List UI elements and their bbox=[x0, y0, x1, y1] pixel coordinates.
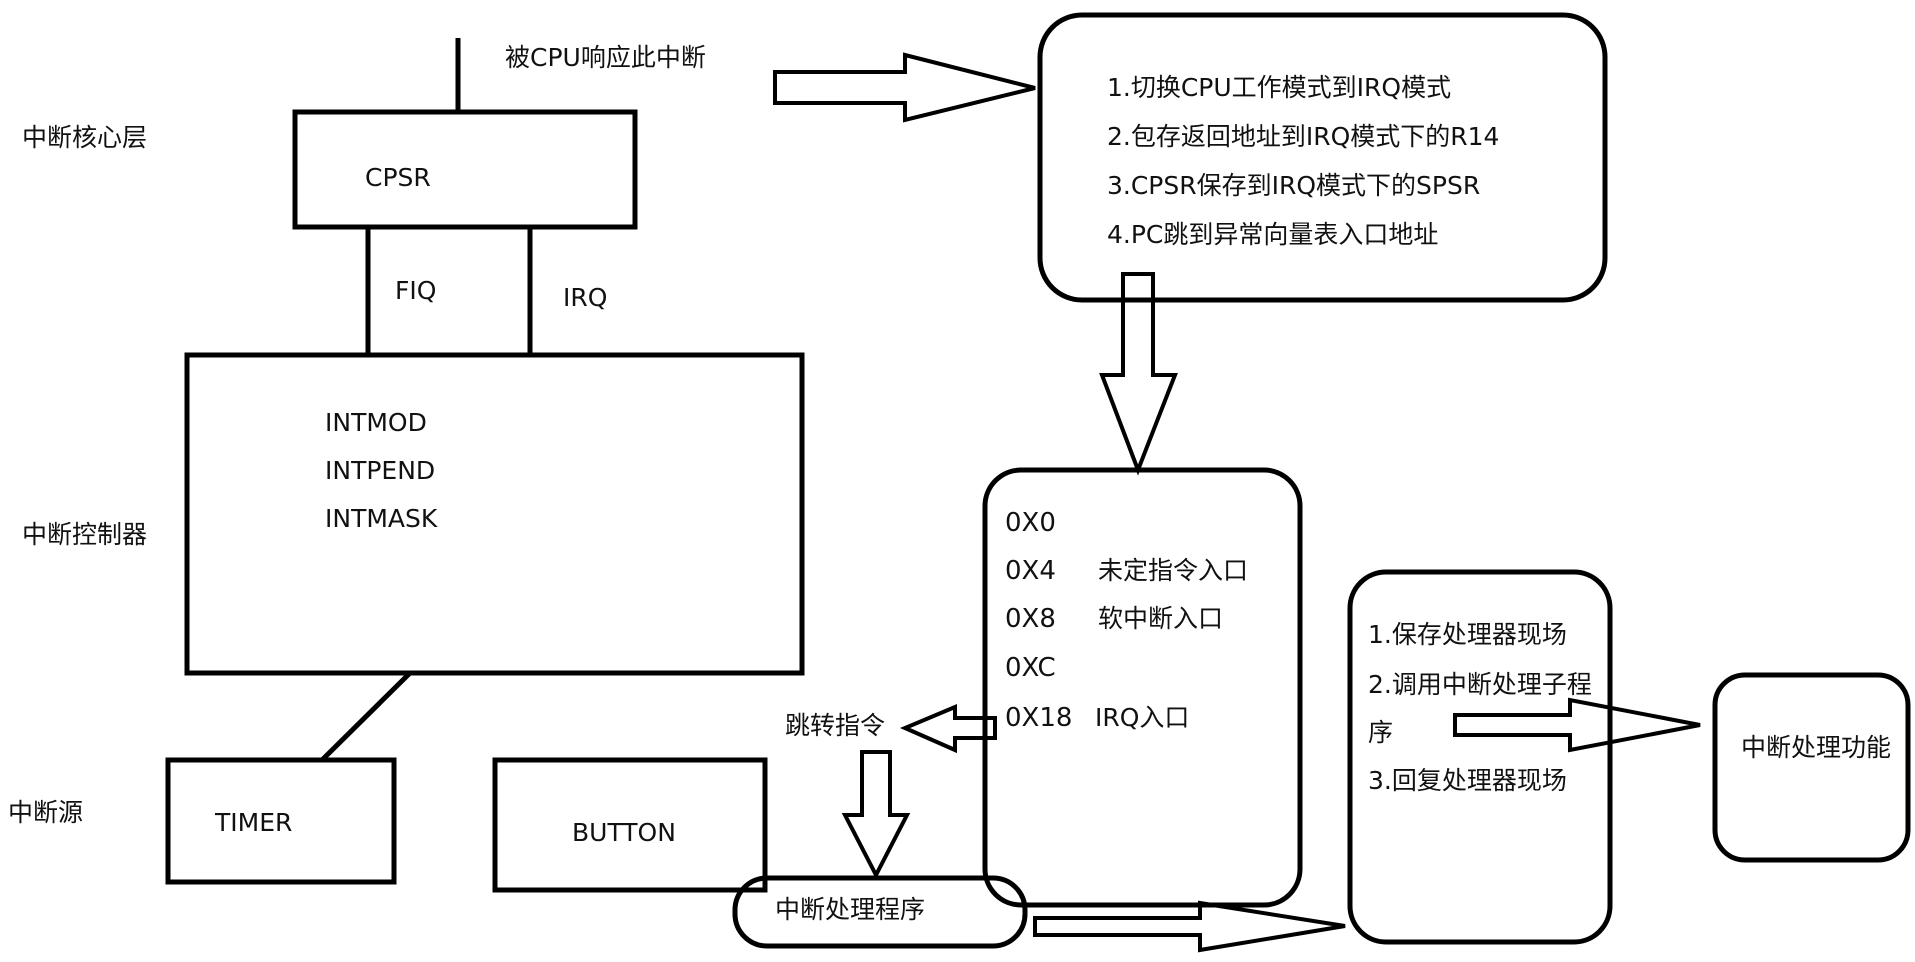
arrow-to-function bbox=[1453, 697, 1701, 753]
controller-box bbox=[184, 352, 805, 676]
handler-step-2b: 序 bbox=[1368, 718, 1394, 747]
vector-addr-2: 0X8 bbox=[1005, 604, 1056, 634]
button-label: BUTTON bbox=[572, 818, 676, 847]
vector-desc-2: 软中断入口 bbox=[1098, 604, 1224, 633]
register-intmod: INTMOD bbox=[325, 408, 427, 437]
vector-table-box bbox=[982, 467, 1303, 908]
handler-function-label: 中断处理功能 bbox=[1741, 733, 1892, 762]
cpu-step-3: 3.CPSR保存到IRQ模式下的SPSR bbox=[1107, 171, 1481, 200]
cpu-step-2: 2.包存返回地址到IRQ模式下的R14 bbox=[1107, 122, 1500, 151]
vector-desc-1: 未定指令入口 bbox=[1098, 556, 1249, 585]
layer-source-label: 中断源 bbox=[8, 798, 84, 827]
handler-step-3: 3.回复处理器现场 bbox=[1368, 766, 1567, 795]
handler-steps-box bbox=[1347, 569, 1613, 945]
handler-step-1: 1.保存处理器现场 bbox=[1368, 620, 1567, 649]
isr-label: 中断处理程序 bbox=[775, 895, 926, 924]
cpu-steps-box bbox=[1037, 12, 1608, 303]
fiq-label: FIQ bbox=[395, 276, 437, 305]
timer-label: TIMER bbox=[215, 808, 293, 837]
button-box bbox=[492, 757, 768, 893]
cpu-step-4: 4.PC跳到异常向量表入口地址 bbox=[1107, 220, 1439, 249]
cpsr-box bbox=[292, 109, 638, 230]
layer-controller-label: 中断控制器 bbox=[22, 520, 148, 549]
register-intmask: INTMASK bbox=[325, 504, 438, 533]
vector-addr-3: 0XC bbox=[1005, 653, 1056, 683]
vector-desc-4: IRQ入口 bbox=[1095, 703, 1190, 732]
handler-function-box bbox=[1712, 672, 1911, 863]
handler-step-2a: 2.调用中断处理子程 bbox=[1368, 670, 1592, 699]
register-intpend: INTPEND bbox=[325, 456, 436, 485]
arrow-to-vector-table bbox=[1099, 272, 1178, 476]
arrow-to-handler bbox=[1033, 900, 1346, 953]
layer-core-label: 中断核心层 bbox=[22, 123, 148, 152]
jump-instruction-label: 跳转指令 bbox=[785, 711, 886, 740]
timer-box bbox=[165, 757, 397, 885]
cpu-step-1: 1.切换CPU工作模式到IRQ模式 bbox=[1107, 73, 1452, 102]
arrow-to-isr bbox=[841, 750, 911, 880]
cpu-response-label: 被CPU响应此中断 bbox=[505, 43, 706, 72]
irq-label: IRQ bbox=[563, 283, 608, 312]
arrow-to-cpu-steps bbox=[773, 52, 1036, 123]
vector-addr-4: 0X18 bbox=[1005, 703, 1073, 733]
cpsr-label: CPSR bbox=[365, 163, 431, 192]
isr-box bbox=[732, 875, 1028, 949]
vector-addr-1: 0X4 bbox=[1005, 556, 1056, 586]
arrow-to-jump bbox=[899, 703, 997, 754]
vector-addr-0: 0X0 bbox=[1005, 508, 1056, 538]
controller-timer-link bbox=[320, 671, 412, 762]
